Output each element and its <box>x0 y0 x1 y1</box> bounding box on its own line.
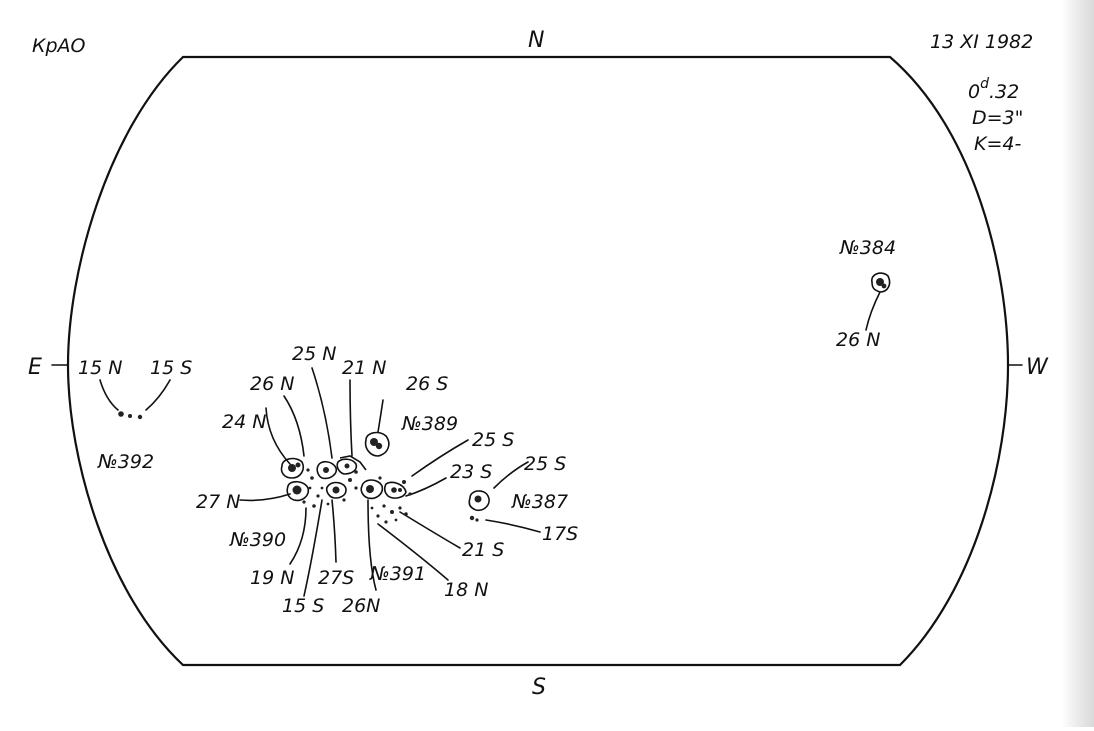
time-superscript: d <box>980 76 989 92</box>
sunspot-icon <box>468 490 490 522</box>
sunspot-icon <box>302 468 358 508</box>
diameter-label: D=3" <box>972 107 1023 129</box>
g392-label-15n: 15 N <box>78 357 122 379</box>
g391-label-25s: 25 S <box>472 429 514 451</box>
sunspot-icon <box>871 272 891 293</box>
g391-label-23s: 23 S <box>450 461 492 483</box>
g391-label-21s: 21 S <box>462 539 504 561</box>
time-prefix: 0 <box>968 81 980 103</box>
g391-label-26n: 26N <box>342 595 380 617</box>
page-edge-shadow <box>1062 0 1094 727</box>
sunspot-icon <box>360 476 412 524</box>
g390-label-25n: 25 N <box>292 343 336 365</box>
sunspot-icon <box>280 457 305 479</box>
g390-label-24n: 24 N <box>222 411 266 433</box>
g387-number: №387 <box>511 491 568 513</box>
g390-label-26n: 26 N <box>250 373 294 395</box>
quality-label: K=4- <box>974 133 1021 155</box>
leader-lines <box>239 291 881 597</box>
west-label: W <box>1026 355 1049 380</box>
g392-leader-15n <box>99 379 119 411</box>
g392-label-15s: 15 S <box>150 357 192 379</box>
g392-leader-15s <box>145 379 171 411</box>
observatory-label: КрАО <box>32 35 86 57</box>
sunspot-icon <box>364 431 390 457</box>
sunspot-icon <box>118 411 143 420</box>
time-suffix: .32 <box>989 81 1019 103</box>
g384-number: №384 <box>839 237 896 259</box>
g389-number: №389 <box>401 413 458 435</box>
g390-label-15s: 15 S <box>282 595 324 617</box>
g392-number: №392 <box>97 451 154 473</box>
south-label: S <box>532 675 546 700</box>
solar-disk-outline <box>66 55 1010 667</box>
g391-label-18n: 18 N <box>444 579 488 601</box>
g387-label-17s: 17S <box>542 523 578 545</box>
g387-label-25s: 25 S <box>524 453 566 475</box>
north-label: N <box>528 28 544 53</box>
east-label: E <box>28 355 42 380</box>
g391-number: №391 <box>369 563 426 585</box>
g384-label-26n: 26 N <box>836 329 880 351</box>
g389-label-21n: 21 N <box>342 357 386 379</box>
g389-label-26s: 26 S <box>406 373 448 395</box>
g390-label-27n: 27 N <box>196 491 240 513</box>
sunspot-icon <box>316 455 367 499</box>
date-label: 13 XI 1982 <box>930 31 1033 53</box>
time-label: 0d.32 <box>968 76 1019 103</box>
g390-number: №390 <box>229 529 286 551</box>
sunspot-icon <box>286 480 310 502</box>
g390-label-27s: 27S <box>318 567 354 589</box>
g390-label-19n: 19 N <box>250 567 294 589</box>
